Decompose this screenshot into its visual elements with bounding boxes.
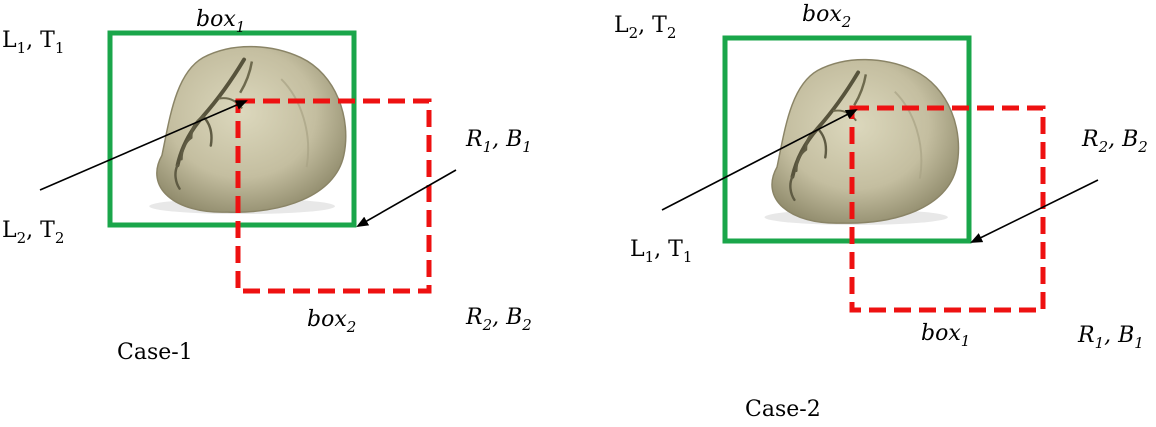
case-2-corner-top-left-label: L2, T2: [614, 13, 676, 42]
case-1-arrow-right: [356, 169, 457, 227]
case-1-solid-box: [107, 30, 357, 228]
case-1-pointer-right-label: R1, B1: [465, 127, 532, 156]
case-1-dashed-box-label: box2: [307, 307, 356, 336]
case-2-arrow-right: [970, 179, 1099, 243]
case-1-dashed-box: [235, 98, 432, 294]
case-2-group: box2 box1 L2, T2 L1, T1 R2, B2 R1, B1 Ca…: [614, 2, 1148, 422]
case-1-solid-box-label: box1: [196, 7, 245, 36]
case-2-dashed-box-label: box1: [921, 321, 970, 350]
case-1-arrow-left: [39, 100, 248, 191]
case-1-pointer-left-label: L2, T2: [2, 218, 64, 247]
case-1-caption: Case-1: [117, 340, 193, 365]
case-2-arrow-left: [661, 109, 858, 211]
case-2-caption: Case-2: [745, 397, 821, 422]
case-2-pointer-right-label: R2, B2: [1081, 127, 1148, 156]
case-2-solid-box: [722, 35, 972, 244]
case-1-corner-bottom-right-label: R2, B2: [465, 305, 532, 334]
case-2-dashed-box: [849, 105, 1046, 313]
case-2-solid-box-label: box2: [802, 2, 851, 31]
case-2-pointer-left-label: L1, T1: [630, 237, 692, 266]
case-1-corner-top-left-label: L1, T1: [2, 28, 64, 57]
case-1-group: box1 box2 L1, T1 L2, T2 R1, B1 R2, B2 Ca…: [2, 7, 532, 365]
case-2-corner-bottom-right-label: R1, B1: [1077, 323, 1144, 352]
